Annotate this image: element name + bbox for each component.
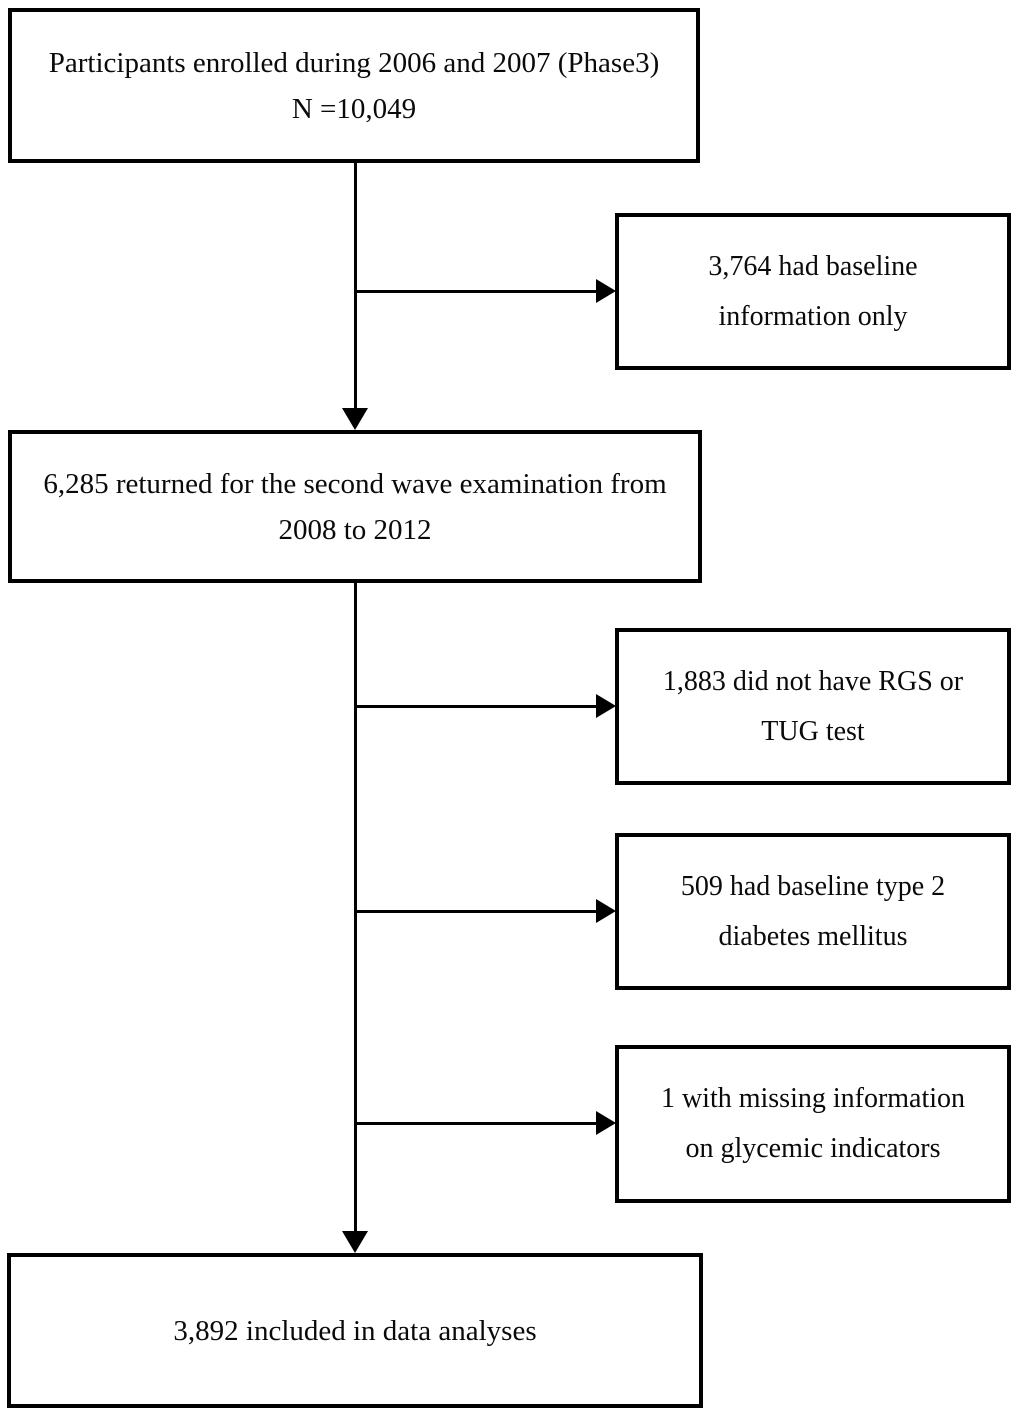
- flow-box-missing-glycemic: 1 with missing information on glycemic i…: [615, 1045, 1011, 1203]
- flow-box-enrolled-line1: Participants enrolled during 2006 and 20…: [48, 46, 660, 79]
- flow-box-missing-glycemic-line2: on glycemic indicators: [685, 1133, 941, 1164]
- connector-branch-baseline-diabetes: [355, 910, 598, 913]
- flow-box-baseline-diabetes: 509 had baseline type 2 diabetes mellitu…: [615, 833, 1011, 990]
- flow-box-baseline-only-line2: information only: [718, 300, 908, 332]
- arrowhead-down-returned: [342, 408, 368, 430]
- connector-enrolled-to-returned: [354, 163, 357, 413]
- arrowhead-right-baseline-diabetes: [596, 899, 616, 923]
- connector-branch-no-rgs-tug: [355, 705, 598, 708]
- flow-box-baseline-diabetes-line2: diabetes mellitus: [718, 920, 908, 952]
- flow-box-no-rgs-tug-line2: TUG test: [761, 715, 865, 747]
- flow-box-missing-glycemic-line1: 1 with missing information: [660, 1083, 966, 1114]
- connector-branch-baseline-only: [355, 290, 598, 293]
- flow-box-included: 3,892 included in data analyses: [7, 1253, 703, 1408]
- flow-box-baseline-diabetes-line1: 509 had baseline type 2: [680, 870, 946, 902]
- arrowhead-down-included: [342, 1231, 368, 1253]
- flow-box-no-rgs-tug-line1: 1,883 did not have RGS or: [662, 665, 964, 697]
- flow-box-returned-line1: 6,285 returned for the second wave exami…: [43, 467, 667, 500]
- flow-box-enrolled-line2: N =10,049: [291, 92, 417, 125]
- arrowhead-right-baseline-only: [596, 279, 616, 303]
- flow-box-enrolled: Participants enrolled during 2006 and 20…: [8, 8, 700, 163]
- flow-box-returned: 6,285 returned for the second wave exami…: [8, 430, 702, 583]
- connector-returned-to-included: [354, 583, 357, 1235]
- flow-box-baseline-only: 3,764 had baseline information only: [615, 213, 1011, 370]
- flow-box-returned-line2: 2008 to 2012: [278, 513, 432, 546]
- arrowhead-right-no-rgs-tug: [596, 694, 616, 718]
- flow-box-no-rgs-tug: 1,883 did not have RGS or TUG test: [615, 628, 1011, 785]
- arrowhead-right-missing-glycemic: [596, 1111, 616, 1135]
- flow-box-baseline-only-line1: 3,764 had baseline: [708, 250, 918, 282]
- flow-box-included-line1: 3,892 included in data analyses: [173, 1314, 537, 1347]
- connector-branch-missing-glycemic: [355, 1122, 598, 1125]
